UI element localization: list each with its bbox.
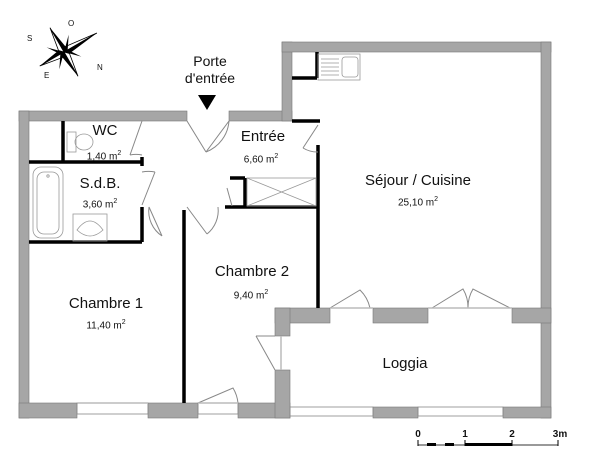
entrance-label-line1: Porte [193,53,227,69]
room-chambre1-name: Chambre 1 [68,295,144,312]
compass-west-label: O [68,19,75,28]
room-chambre2-name: Chambre 2 [214,263,290,280]
room-wc-name: WC [92,122,118,139]
entrance-label: Porte d'entrée [185,53,235,87]
compass-south-label: S [27,34,33,43]
doors [129,120,511,404]
scale-bar [417,440,559,446]
room-chambre1-area: 11,40 m2 [86,319,126,332]
scale-tick-3m: 3m [552,429,568,440]
room-sdb-area: 3,60 m2 [82,198,118,211]
room-sdb-name: S.d.B. [79,175,121,192]
room-wc-area: 1,40 m2 [86,150,122,163]
compass-east-label: E [44,71,50,80]
entrance-label-line2: d'entrée [184,70,236,86]
door-thresholds [78,307,512,404]
room-entree-area: 6,60 m2 [243,153,279,166]
scale-tick-1: 1 [462,429,468,440]
scale-tick-0: 0 [415,429,421,440]
entrance-arrow-icon [198,95,216,110]
room-entree-name: Entrée [240,128,286,145]
compass-rose-icon [39,27,98,77]
exterior-walls [18,41,552,419]
scale-tick-2: 2 [509,429,515,440]
toilet-icon [66,131,94,153]
room-loggia-name: Loggia [382,355,428,372]
kitchen-sink-icon [317,53,361,81]
interior-partitions [29,52,320,403]
room-sejour-area: 25,10 m2 [397,196,439,209]
room-chambre2-area: 9,40 m2 [233,289,269,302]
room-sejour-name: Séjour / Cuisine [365,172,471,189]
compass-north-label: N [97,63,103,72]
bathtub-icon [32,166,64,239]
sink-icon [72,213,108,242]
closet [246,177,317,207]
